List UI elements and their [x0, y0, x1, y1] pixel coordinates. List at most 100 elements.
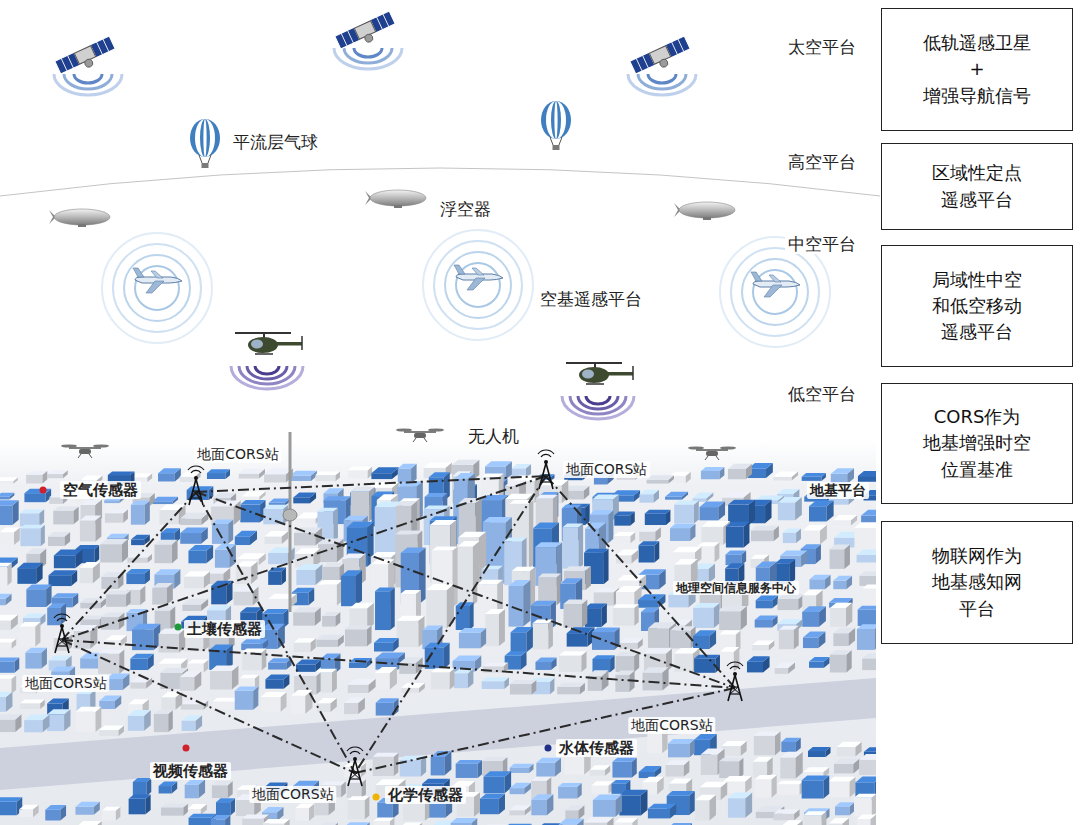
building [459, 628, 486, 648]
building [593, 794, 622, 816]
building [728, 500, 755, 525]
building [755, 775, 777, 798]
building [809, 657, 829, 668]
building [0, 797, 22, 815]
building [152, 583, 173, 605]
building [536, 758, 561, 777]
building [397, 616, 425, 647]
building [509, 805, 530, 815]
building [341, 570, 362, 606]
building [835, 802, 855, 815]
building [619, 790, 647, 816]
building [563, 523, 584, 568]
building [242, 648, 266, 670]
building [557, 683, 585, 695]
building [75, 802, 99, 815]
building [804, 811, 827, 825]
building [692, 492, 713, 501]
building [802, 473, 826, 481]
building [565, 805, 584, 819]
building [344, 822, 369, 825]
building [591, 781, 613, 793]
building [315, 472, 340, 482]
building [0, 658, 19, 673]
building [670, 524, 695, 541]
building [133, 778, 151, 796]
building [235, 686, 259, 709]
vehicle-label: 无人机 [465, 426, 522, 446]
building [24, 489, 51, 503]
building [695, 795, 716, 821]
tv-tower [283, 432, 297, 612]
building [131, 535, 150, 545]
sensor-label: 水体传感器 [556, 739, 637, 757]
building [348, 467, 372, 479]
building [755, 616, 778, 628]
building [26, 471, 47, 484]
building [373, 753, 399, 776]
building [833, 515, 857, 525]
building [180, 513, 208, 525]
building [296, 660, 321, 672]
helicopters [231, 333, 634, 419]
building [371, 467, 399, 479]
balloons [190, 101, 571, 168]
building [728, 792, 752, 817]
building [0, 563, 12, 585]
building [616, 586, 642, 607]
building [645, 510, 671, 525]
drones [61, 428, 736, 460]
building [49, 570, 78, 586]
building [161, 804, 188, 816]
building [726, 550, 747, 565]
building [128, 710, 151, 731]
building [345, 626, 372, 647]
building [485, 609, 505, 646]
building [559, 819, 584, 825]
description-box: 局域性中空 和低空移动 遥感平台 [881, 245, 1073, 367]
building [451, 818, 478, 825]
building [100, 539, 128, 562]
building [778, 497, 802, 520]
building [503, 824, 531, 825]
building [781, 738, 800, 752]
building [456, 760, 482, 778]
building [859, 572, 876, 586]
building [780, 752, 802, 779]
horizon-line [0, 168, 880, 196]
building [719, 758, 743, 778]
building [857, 624, 876, 650]
building [833, 628, 855, 646]
building [722, 741, 747, 756]
building [0, 714, 22, 732]
building [830, 650, 852, 672]
building [0, 493, 14, 500]
building [701, 521, 730, 545]
building [431, 668, 454, 689]
building [17, 563, 42, 584]
building [290, 471, 317, 481]
building [862, 584, 876, 605]
building [777, 781, 803, 795]
building [318, 580, 343, 606]
building [538, 574, 561, 606]
building [753, 757, 773, 778]
building [829, 818, 849, 825]
building [777, 594, 804, 610]
building [701, 467, 724, 479]
building [456, 602, 474, 630]
building [594, 588, 619, 606]
building [509, 580, 531, 627]
building [854, 794, 876, 817]
building [317, 698, 337, 712]
building [374, 638, 399, 651]
vehicle-label: 平流层气球 [230, 132, 321, 152]
building [777, 619, 802, 631]
building [859, 754, 876, 775]
building [828, 777, 855, 798]
station-label: 地面CORS站 [249, 786, 336, 803]
city-model [0, 440, 876, 825]
building [454, 669, 473, 688]
building [666, 760, 690, 776]
building [639, 527, 661, 541]
